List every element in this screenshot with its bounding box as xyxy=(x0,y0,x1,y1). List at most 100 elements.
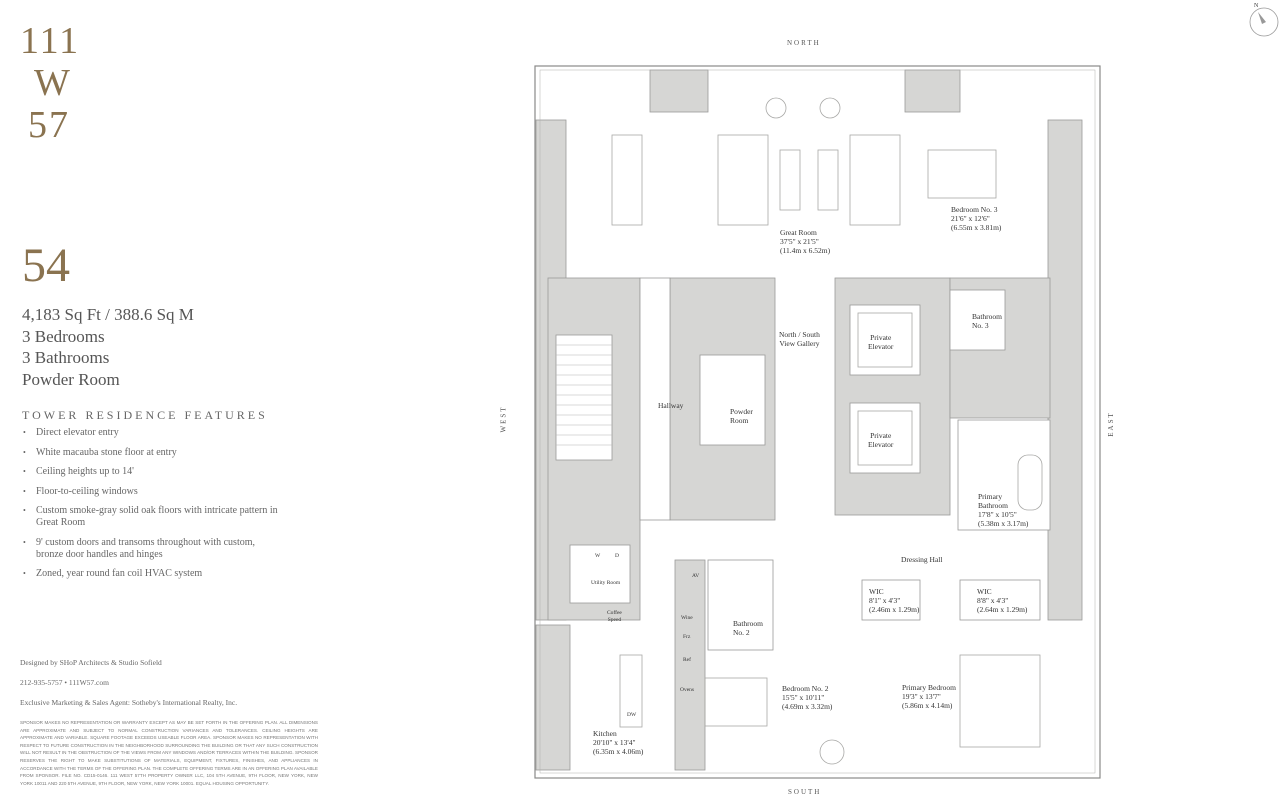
room-great-room: Great Room 37'5" x 21'5" (11.4m x 6.52m) xyxy=(780,228,830,255)
room-powder: Powder Room xyxy=(730,407,753,425)
room-elevator-1: Private Elevator xyxy=(868,333,893,351)
room-name: Powder xyxy=(730,407,753,416)
room-primary-bedroom: Primary Bedroom 19'3" x 13'7" (5.86m x 4… xyxy=(902,683,956,710)
room-name: Kitchen xyxy=(593,729,617,738)
bathtub xyxy=(1017,454,1043,511)
room-metric: (2.64m x 1.29m) xyxy=(977,605,1028,614)
planter xyxy=(819,739,845,765)
room-name: Great Room xyxy=(780,228,817,237)
coffee-speed-label: Coffee Speed xyxy=(607,610,622,624)
room-dim: 17'8" x 10'5" xyxy=(978,510,1017,519)
bed-3 xyxy=(927,149,997,199)
unit-bedrooms: 3 Bedrooms xyxy=(22,326,105,346)
wall-block xyxy=(649,69,709,113)
room-name-sub: Elevator xyxy=(868,342,894,351)
room-dim: 37'5" x 21'5" xyxy=(780,237,819,246)
unit-number: 54 xyxy=(22,239,70,292)
room-name-sub: No. 2 xyxy=(733,628,750,637)
room-metric: (6.55m x 3.81m) xyxy=(951,223,1002,232)
room-dim: 15'5" x 10'11" xyxy=(782,693,825,702)
room-name: Bedroom No. 3 xyxy=(951,205,998,214)
room-name: WIC xyxy=(977,587,992,596)
room-name: Private xyxy=(870,333,892,342)
unit-bathrooms: 3 Bathrooms xyxy=(22,348,110,367)
feature-item: Floor-to-ceiling windows xyxy=(22,486,282,498)
elevator-1-cab xyxy=(857,312,913,368)
room-metric: (11.4m x 6.52m) xyxy=(780,246,831,255)
unit-area: 4,183 Sq Ft / 388.6 Sq M xyxy=(22,305,194,324)
logo-line-1: 111 xyxy=(20,20,81,62)
room-name: Bathroom xyxy=(733,619,763,628)
room-metric: (2.46m x 1.29m) xyxy=(869,605,920,614)
wic-2 xyxy=(959,579,1041,621)
room-name-sub: Bathroom xyxy=(978,501,1008,510)
coffee-table xyxy=(779,149,801,211)
west-label: WEST xyxy=(499,405,508,433)
unit-powder: Powder Room xyxy=(22,369,120,389)
bathroom-2 xyxy=(707,559,774,651)
room-dim: 21'6" x 12'6" xyxy=(951,214,990,223)
fridge-label: Ref xyxy=(683,657,691,663)
sofa-right xyxy=(849,134,901,226)
south-label: SOUTH xyxy=(788,788,822,796)
east-column-strip xyxy=(1047,119,1083,621)
sales-agent: Exclusive Marketing & Sales Agent: Sothe… xyxy=(20,698,238,707)
room-metric: (4.69m x 3.32m) xyxy=(782,702,833,711)
chair xyxy=(819,97,841,119)
primary-bath xyxy=(957,419,1051,531)
room-kitchen: Kitchen 20'10" x 13'4" (6.35m x 4.06m) xyxy=(593,729,643,756)
room-name: Private xyxy=(870,431,892,440)
room-bedroom-3: Bedroom No. 3 21'6" x 12'6" (6.55m x 3.8… xyxy=(951,205,1001,232)
room-wic-2: WIC 8'8" x 4'3" (2.64m x 1.29m) xyxy=(977,587,1027,614)
utility-room xyxy=(569,544,631,604)
building-outline xyxy=(534,65,1101,779)
room-name: Primary xyxy=(978,492,1003,501)
room-dim: 8'8" x 4'3" xyxy=(977,596,1009,605)
room-bedroom-2: Bedroom No. 2 15'5" x 10'11" (4.69m x 3.… xyxy=(782,684,832,711)
appliance-name: Coffee xyxy=(607,610,622,616)
room-elevator-2: Private Elevator xyxy=(868,431,893,449)
north-label: NORTH xyxy=(787,39,821,47)
room-name-sub: Room xyxy=(730,416,749,425)
room-name-sub: Elevator xyxy=(868,440,894,449)
compass-north: N xyxy=(1254,3,1259,9)
chair xyxy=(765,97,787,119)
sofa-left xyxy=(717,134,769,226)
room-name: Bathroom xyxy=(972,312,1002,321)
features-list: Direct elevator entry White macauba ston… xyxy=(22,427,282,588)
room-name: Primary Bedroom xyxy=(902,683,956,692)
room-name: Bedroom No. 2 xyxy=(782,684,829,693)
ovens-label: Ovens xyxy=(680,687,695,693)
bed-primary xyxy=(959,654,1041,748)
wall-block xyxy=(904,69,961,113)
washer-label: W xyxy=(595,553,601,559)
wine-label: Wine xyxy=(681,615,693,621)
kitchen-island xyxy=(619,654,643,728)
room-view-gallery: North / South View Gallery xyxy=(779,330,820,348)
contact-info: 212-935-5757 • 111W57.com xyxy=(20,678,109,687)
coffee-table xyxy=(817,149,839,211)
room-metric: (5.86m x 4.14m) xyxy=(902,701,953,710)
room-dressing-hall: Dressing Hall xyxy=(901,555,943,564)
room-dim: 19'3" x 13'7" xyxy=(902,692,941,701)
wic-1 xyxy=(861,579,921,621)
room-dim: 8'1" x 4'3" xyxy=(869,596,901,605)
bathroom-3 xyxy=(949,289,1006,351)
feature-item: Zoned, year round fan coil HVAC system xyxy=(22,568,282,580)
east-label: EAST xyxy=(1106,411,1115,437)
av-label: AV xyxy=(692,573,700,579)
feature-item: 9' custom doors and transoms throughout … xyxy=(22,537,282,561)
room-dim: 20'10" x 13'4" xyxy=(593,738,636,747)
unit-specs: 4,183 Sq Ft / 388.6 Sq M 3 Bedrooms 3 Ba… xyxy=(22,304,194,390)
feature-item: Ceiling heights up to 14' xyxy=(22,466,282,478)
room-bathroom-3: Bathroom No. 3 xyxy=(972,312,1002,330)
logo: 111 W 57 xyxy=(20,20,80,146)
room-name-sub: No. 3 xyxy=(972,321,989,330)
logo-line-3: 57 xyxy=(28,104,70,146)
bed-2 xyxy=(704,677,768,727)
dishwasher-label: DW xyxy=(627,712,637,718)
room-name-sub: View Gallery xyxy=(779,339,820,348)
room-name: North / South xyxy=(779,330,820,339)
feature-item: Direct elevator entry xyxy=(22,427,282,439)
